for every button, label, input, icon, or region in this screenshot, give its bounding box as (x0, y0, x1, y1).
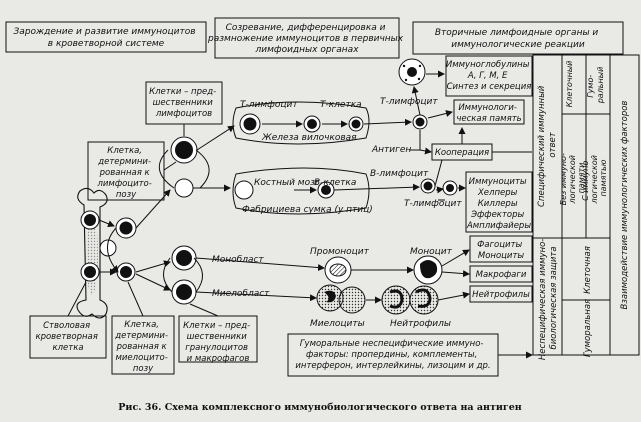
header-hematopoiesis: Зарождение и развитие иммуноцитов в кров… (5, 21, 207, 53)
label-b-lymphocyte: В-лимфоцит (370, 169, 429, 179)
header-primary-lymphoid: Созревание, дифференцировка и размножени… (207, 17, 406, 59)
svg-text:Гуморальные неспецифические им: Гуморальные неспецифические иммуно- факт… (295, 339, 490, 371)
box-immunoglobulins: Иммуноглобулины А, Г, М, Е Синтез и секр… (445, 55, 533, 97)
label-thymus: Железа вилочковая (261, 133, 357, 143)
svg-text:Клетки – пред- шественни: Клетки – пред- шественники гранулоцитов … (183, 321, 253, 364)
svg-text:Фагоциты Моноциты: Фагоциты Моноциты (477, 240, 525, 261)
label-monoblast: Монобласт (212, 255, 264, 265)
label-t-lymphocyte-3: Т-лимфоцит (404, 199, 462, 209)
label-b-cell: В-клетка (314, 178, 356, 188)
label-nonspecific: Неспецифическая иммуно- биологическая за… (538, 236, 559, 360)
plasma-cell (398, 58, 445, 86)
box-neutrophils: Нейтрофилы (469, 285, 533, 303)
label-antigen: Антиген (371, 145, 411, 155)
box-determined-lymph: Клетка, детермини- рованная к лимфоцито-… (87, 141, 165, 201)
myelocyte-cells (195, 284, 470, 315)
label-cellular-top: Клеточный (565, 61, 574, 108)
svg-text:Иммунологи- ческая памят: Иммунологи- ческая память (456, 103, 521, 124)
svg-text:Вторичные лимфоидные органы и: Вторичные лимфоидные органы и иммунологи… (435, 28, 601, 50)
monocyte-connectors (441, 249, 470, 278)
cells-left (80, 136, 198, 305)
label-t-lymphocyte-1: Т-лимфоцит (240, 100, 298, 110)
svg-text:Иммуноглобулины А, Г, М,: Иммуноглобулины А, Г, М, Е Синтез и секр… (446, 60, 532, 92)
svg-text:Зарождение и развитие иммуноци: Зарождение и развитие иммуноцитов в кров… (14, 27, 199, 49)
label-interaction: Взаимодействие иммунологических факторов (620, 101, 630, 310)
box-macrophages: Макрофаги (469, 265, 533, 283)
label-with-memory: С иммуно- логической памятью (581, 153, 608, 205)
label-myelocytes: Миелоциты (310, 319, 365, 329)
svg-text:Стволовая кроветворная: Стволовая кроветворная клетка (35, 321, 100, 353)
box-immunological-memory: Иммунологи- ческая память (453, 99, 525, 125)
box-humoral-nonspecific: Гуморальные неспецифические иммуно- факт… (287, 333, 533, 377)
box-lymph-precursors: Клетки – пред- шественники лимфоцитов (145, 81, 223, 125)
thymus-region: Т-лимфоцит Т-клетка Железа вилочковая (232, 100, 370, 145)
box-immunocytes: Иммуноциты Хелперы Киллеры Эффекторы Амп… (465, 171, 533, 233)
secondary-connectors (410, 86, 532, 201)
svg-text:Кооперация: Кооперация (435, 148, 489, 158)
label-promonocyte: Промоноцит (310, 247, 370, 257)
label-t-cell: Т-клетка (320, 100, 362, 110)
t-lymphocyte-2-cell (363, 114, 428, 130)
box-phagocytes: Фагоциты Моноциты (469, 235, 533, 263)
label-bursa: Фабрициева сумка (у птиц) (242, 205, 373, 215)
label-monocyte: Моноцит (410, 247, 453, 257)
label-without-memory: Без иммуно- логической памяти (559, 151, 586, 206)
svg-text:Нейтрофилы: Нейтрофилы (472, 290, 530, 300)
immunocyte-cell (442, 180, 466, 196)
box-cooperation: Кооперация (431, 143, 493, 161)
label-bone-marrow: Костный мозг (254, 178, 320, 188)
svg-text:Клетка, детермини-: Клетка, детермини- рованная к миелоцито-… (114, 320, 170, 374)
label-specific-response: Специфический иммунный ответ (537, 83, 558, 207)
box-granulocyte-precursors: Клетки – пред- шественники гранулоцитов … (178, 315, 258, 364)
label-cellular-bottom: Клеточная (583, 246, 593, 294)
b-lymphocyte-cell (333, 178, 436, 194)
svg-text:Макрофаги: Макрофаги (476, 270, 527, 280)
header-secondary-lymphoid: Вторичные лимфоидные органы и иммунологи… (412, 21, 624, 55)
svg-text:Иммуноциты Хелперы: Иммуноциты Хелперы Киллеры Эффекторы Амп… (466, 177, 531, 231)
label-t-lymphocyte-2: Т-лимфоцит (380, 97, 438, 107)
classification-table (532, 54, 640, 356)
monocyte-cells (195, 255, 443, 285)
svg-text:Клетка, детермини-: Клетка, детермини- рованная к лимфоцито-… (96, 146, 154, 200)
box-determined-myelo: Клетка, детермини- рованная к миелоцито-… (111, 315, 175, 375)
label-humoral-top: Гумо- ральный (586, 67, 605, 105)
svg-text:Созревание, дифференцировка и: Созревание, дифференцировка и размножени… (207, 23, 406, 55)
box-stem-cell: Стволовая кроветворная клетка (29, 315, 107, 359)
svg-text:Клетки – пред- шественни: Клетки – пред- шественники лимфоцитов (149, 87, 219, 119)
bone-marrow-region: Костный мозг В-клетка Фабрициева сумка (… (232, 167, 373, 215)
figure-caption: Рис. 36. Схема комплексного иммунобиолог… (118, 402, 521, 413)
label-humoral-bottom: Гуморальная (583, 299, 593, 357)
label-neutrophils: Нейтрофилы (390, 319, 451, 329)
